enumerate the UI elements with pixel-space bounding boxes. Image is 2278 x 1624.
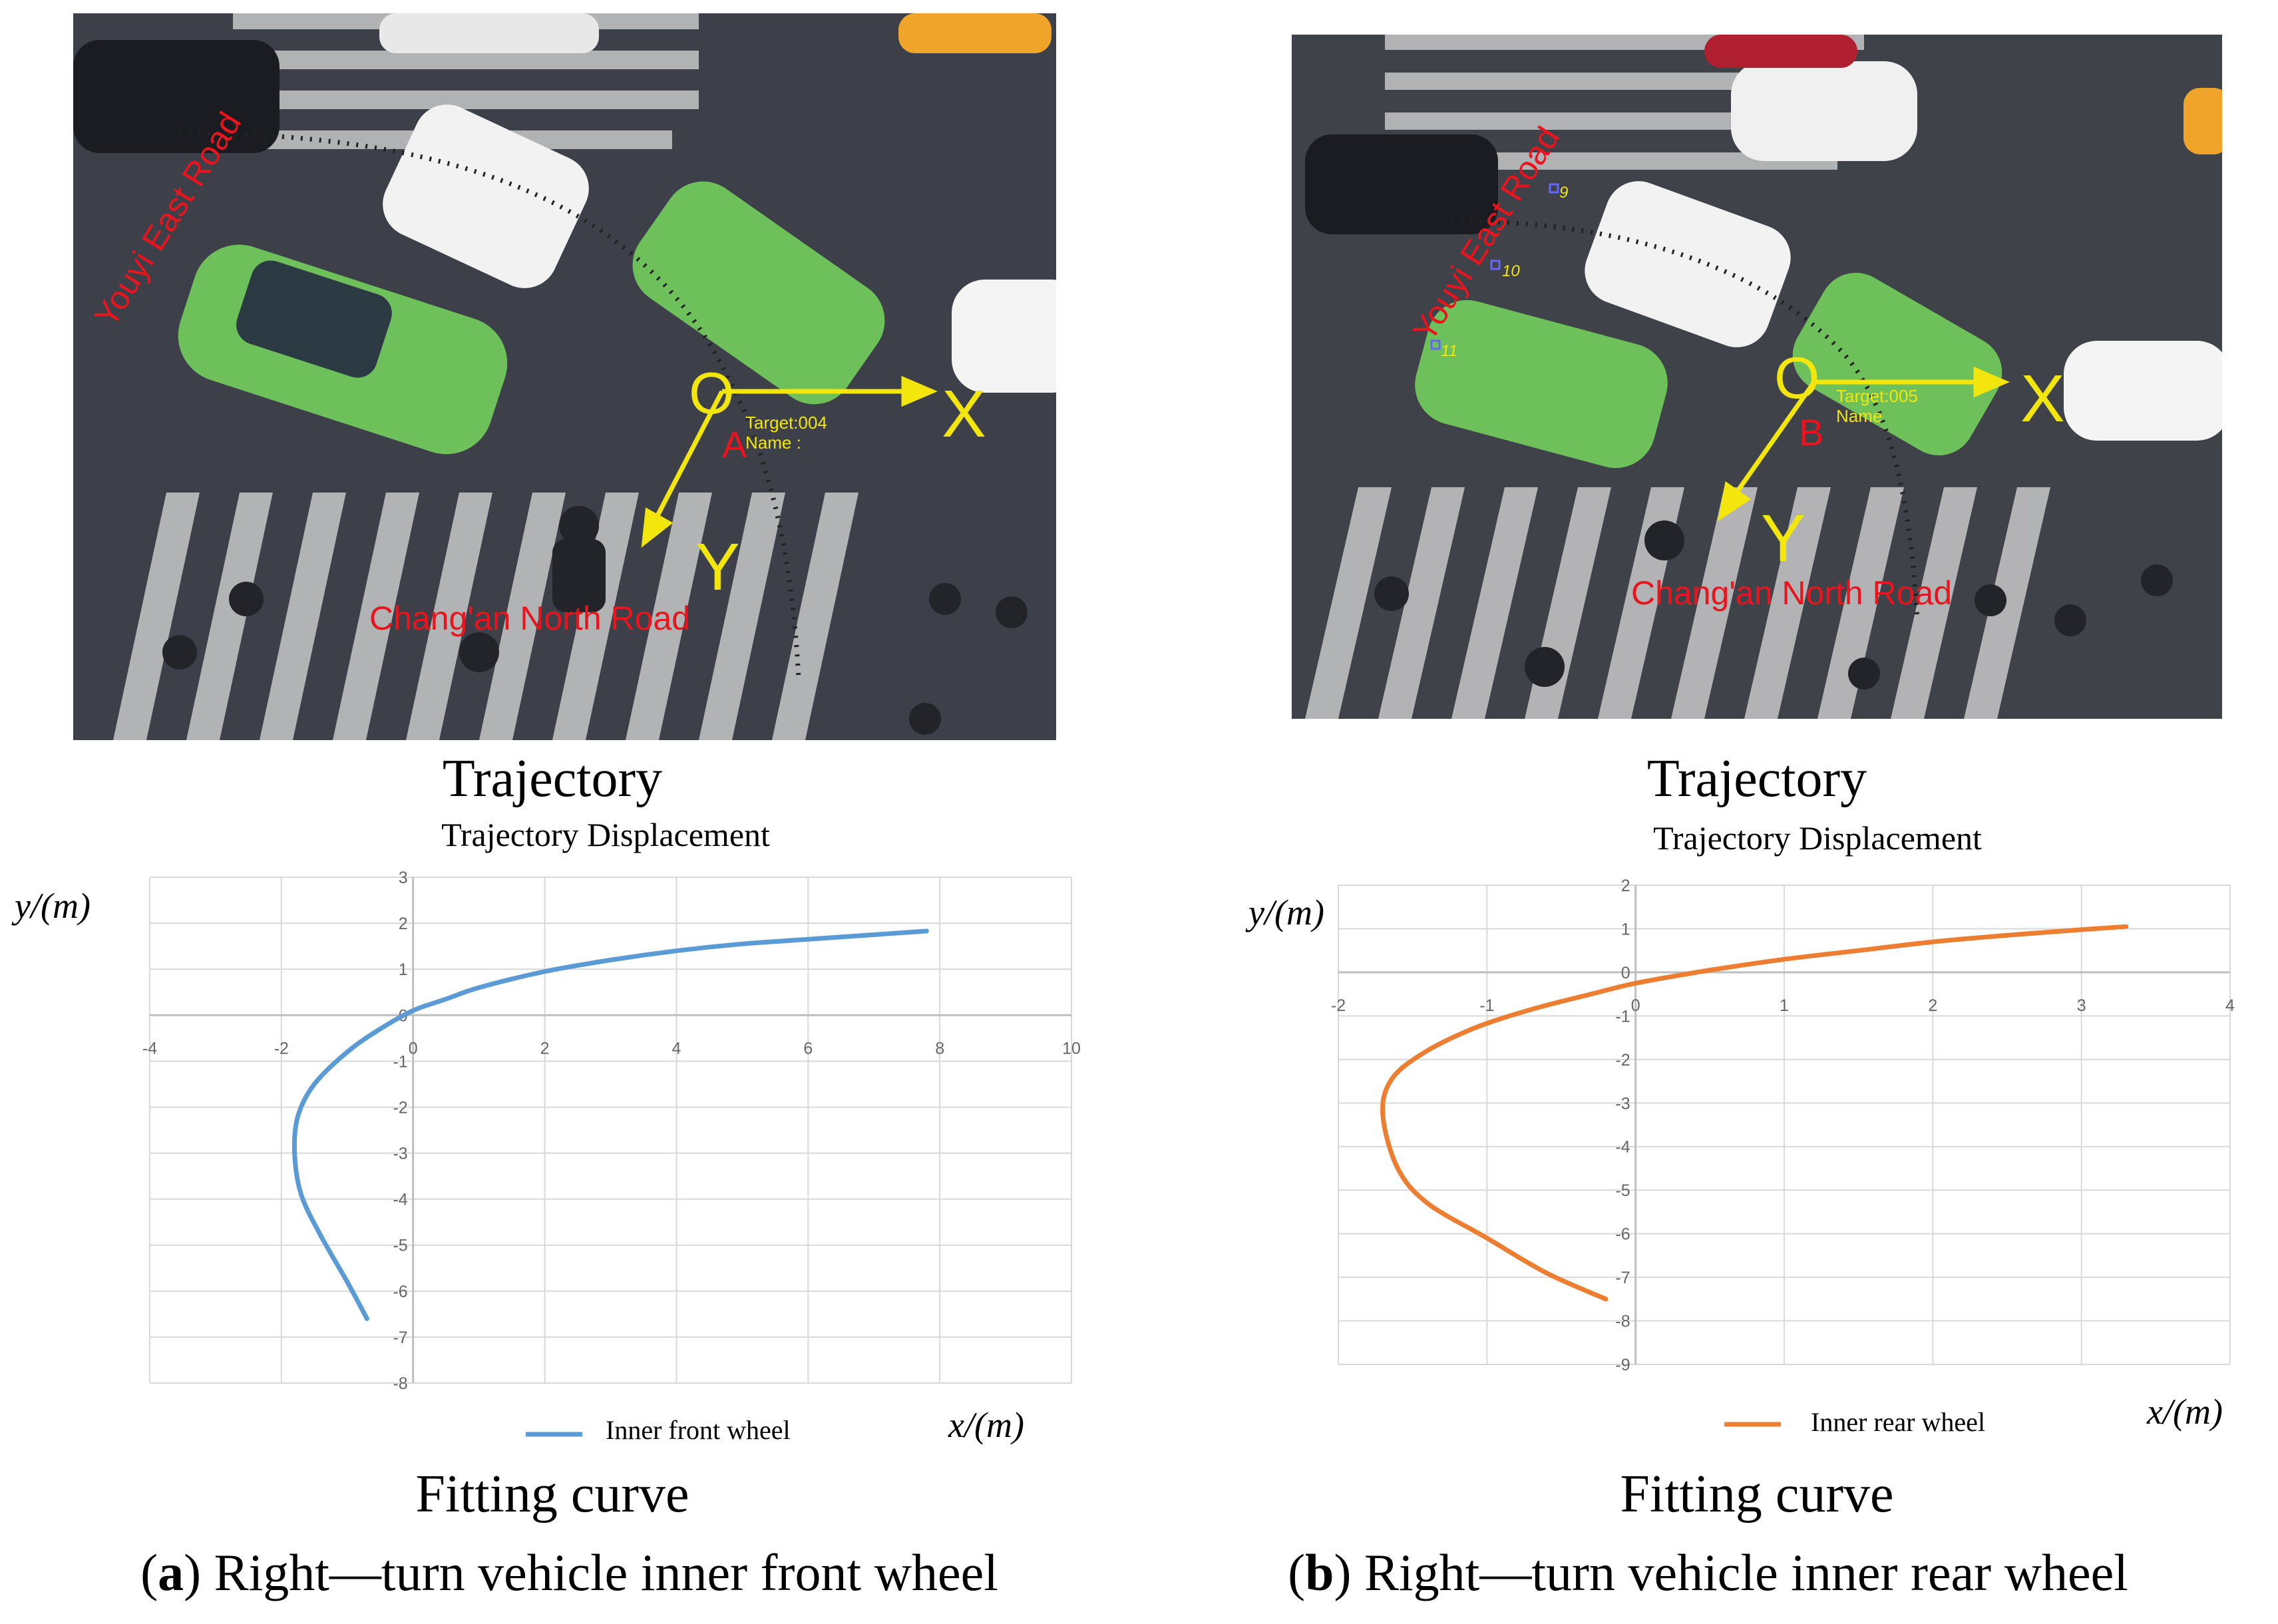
y-axis-label-a: y/(m) [15, 886, 91, 926]
cars-b [1305, 35, 2222, 469]
y-tick-label-a: -2 [393, 1098, 407, 1117]
y-axis-label-b: y/(m) [1248, 893, 1324, 932]
x-tick-label-b: 0 [1631, 996, 1640, 1015]
y-tick-label-a: -5 [393, 1237, 407, 1255]
y-axis-letter-b: Y [1761, 501, 1805, 576]
series-line-b [1380, 924, 2129, 1302]
subcaption-letter-b: b [1305, 1543, 1334, 1601]
x-tick-label-a: 6 [803, 1039, 813, 1058]
target-line1-a: Target:004 [745, 413, 827, 433]
y-tick-label-a: 1 [399, 960, 408, 979]
series-line-a [291, 928, 929, 1321]
point-label-a: A [722, 423, 747, 465]
trajectory-photo-a: Youyi East Road Chang'an North Road O A … [73, 13, 1056, 740]
subcaption-a: (a) Right—turn vehicle inner front wheel [140, 1543, 998, 1601]
target-line2-a: Name : [745, 433, 801, 453]
y-tick-label-a: 3 [399, 869, 408, 887]
trajectory-photo-b: Youyi East Road Chang'an North Road O B … [1292, 35, 2222, 719]
x-tick-label-b: 3 [2077, 996, 2086, 1015]
x-tick-label-b: -1 [1479, 996, 1494, 1015]
chart-title-a: Trajectory Displacement [441, 816, 770, 853]
origin-label-b: O [1774, 345, 1820, 411]
chart-title-b: Trajectory Displacement [1653, 819, 1982, 857]
legend-label-b: Inner rear wheel [1811, 1407, 1986, 1437]
x-tick-label-b: -2 [1331, 996, 1346, 1015]
y-tick-label-b: -9 [1615, 1356, 1630, 1374]
y-tick-label-a: 2 [399, 914, 408, 933]
target-label-a: Target:004 Name : [745, 413, 827, 453]
x-tick-label-b: 4 [2225, 996, 2235, 1015]
y-tick-label-b: -5 [1615, 1181, 1630, 1200]
y-tick-label-b: -6 [1615, 1225, 1630, 1244]
y-tick-label-b: 2 [1621, 877, 1630, 895]
panel-b: Youyi East Road Chang'an North Road O B … [1139, 0, 2277, 1624]
x-axis-label-b: x/(m) [2147, 1392, 2223, 1432]
x-tick-label-a: 0 [409, 1039, 418, 1058]
x-tick-label-b: 1 [1780, 996, 1789, 1015]
chart-caption-b: Fitting curve [1620, 1465, 1894, 1523]
x-axis-label-a: x/(m) [948, 1405, 1024, 1445]
y-tick-label-b: 0 [1621, 964, 1630, 982]
origin-label-a: O [689, 360, 735, 426]
x-axis-letter-b: X [2020, 361, 2065, 436]
axes-arrows-a [641, 375, 938, 548]
x-tick-label-a: -2 [274, 1039, 289, 1058]
road-label-changan-a: Chang'an North Road [369, 600, 691, 637]
y-tick-label-a: 0 [399, 1006, 408, 1025]
id-markers-b [1430, 183, 1559, 350]
street-scene-a [73, 13, 1056, 740]
x-tick-label-a: 2 [540, 1039, 550, 1058]
id-label-10: 10 [1502, 262, 1520, 280]
target-label-b: Target:005 Name [1836, 386, 1918, 426]
pedestrians-a [162, 506, 1028, 735]
road-label-changan-b: Chang'an North Road [1631, 574, 1953, 612]
y-tick-label-b: -8 [1615, 1313, 1630, 1331]
pedestrians-b [1374, 520, 2173, 690]
x-axis-letter-a: X [942, 377, 986, 451]
x-tick-label-b: 2 [1928, 996, 1937, 1015]
cars-a [73, 13, 1056, 455]
photo-caption-b: Trajectory [1646, 749, 1867, 808]
y-tick-label-a: -8 [393, 1374, 407, 1393]
y-tick-label-a: -4 [393, 1191, 407, 1209]
y-tick-label-b: -3 [1615, 1094, 1630, 1113]
subcaption-text-b: Right—turn vehicle inner rear wheel [1364, 1543, 2128, 1601]
y-tick-label-b: 1 [1621, 920, 1630, 938]
panel-a: Youyi East Road Chang'an North Road O A … [15, 13, 1081, 1601]
y-tick-label-a: -3 [393, 1145, 407, 1163]
target-line1-b: Target:005 [1836, 386, 1918, 406]
x-tick-label-a: 8 [935, 1039, 944, 1058]
subcaption-b: (b) Right—turn vehicle inner rear wheel [1288, 1543, 2128, 1601]
crosswalk-bottom-a [113, 493, 858, 740]
y-tick-label-a: -1 [393, 1052, 407, 1071]
id-label-9: 9 [1559, 184, 1569, 202]
x-tick-label-a: -4 [142, 1039, 157, 1058]
y-tick-label-a: -6 [393, 1283, 407, 1301]
y-axis-letter-a: Y [695, 530, 740, 604]
y-tick-label-b: -1 [1615, 1007, 1630, 1026]
y-tick-label-b: -7 [1615, 1269, 1630, 1287]
y-tick-label-a: -7 [393, 1328, 407, 1347]
legend-label-a: Inner front wheel [606, 1415, 791, 1445]
point-label-b: B [1799, 411, 1824, 453]
subcaption-text-a: Right—turn vehicle inner front wheel [214, 1543, 998, 1601]
target-line2-b: Name [1836, 406, 1883, 426]
x-tick-label-a: 4 [671, 1039, 681, 1058]
photo-caption-a: Trajectory [442, 749, 663, 808]
trajectory-dots-b [1451, 218, 1920, 621]
street-scene-b [1292, 35, 2222, 719]
x-tick-label-a: 10 [1062, 1039, 1081, 1058]
id-label-11: 11 [1441, 342, 1457, 360]
axes-arrows-b [1717, 366, 2010, 522]
subcaption-letter-a: a [158, 1543, 184, 1601]
y-tick-label-b: -4 [1615, 1138, 1630, 1157]
y-tick-label-b: -2 [1615, 1051, 1630, 1070]
chart-caption-a: Fitting curve [415, 1465, 689, 1523]
